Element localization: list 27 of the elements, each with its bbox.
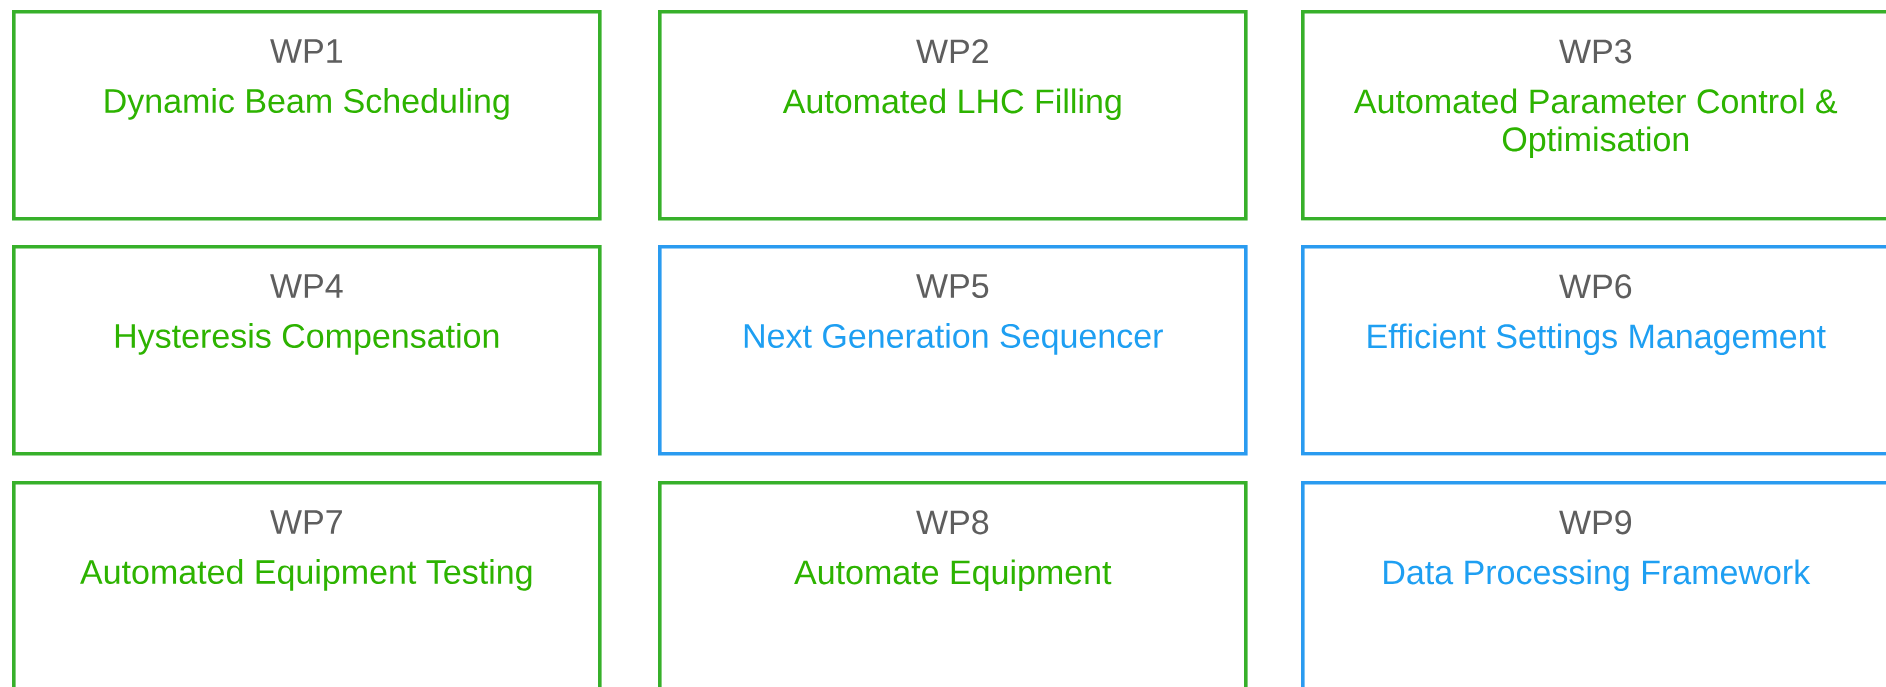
heading: WP3 xyxy=(1559,39,1632,64)
title: Automated Equipment Testing xyxy=(80,559,532,591)
work-package-box xyxy=(658,245,1248,456)
heading: WP2 xyxy=(916,39,988,64)
heading: WP9 xyxy=(1559,510,1632,535)
title: Dynamic Beam Scheduling xyxy=(105,88,509,120)
work-package-box xyxy=(12,245,602,456)
heading: WP4 xyxy=(270,274,343,298)
title: Next Generation Sequencer xyxy=(744,323,1163,355)
title: Efficient Settings Management xyxy=(1368,323,1826,356)
work-package-box xyxy=(658,481,1248,687)
work-package-box xyxy=(658,10,1248,221)
work-package-box xyxy=(1301,245,1886,456)
title: Automate Equipment xyxy=(794,559,1112,592)
title: Data Processing Framework xyxy=(1384,559,1811,592)
work-package-box xyxy=(1301,481,1886,687)
work-package-box xyxy=(12,10,602,221)
heading: WP7 xyxy=(270,510,342,534)
title: Automated LHC Filling xyxy=(782,88,1121,121)
work-package-box xyxy=(12,481,602,687)
work-package-box xyxy=(1301,10,1886,221)
title: Hysteresis Compensation xyxy=(115,323,499,355)
title: Automated Parameter Control & Optimisation xyxy=(1354,88,1838,159)
heading: WP5 xyxy=(916,274,989,299)
heading: WP8 xyxy=(916,510,989,535)
heading: WP6 xyxy=(1559,274,1632,299)
heading: WP1 xyxy=(270,39,342,63)
